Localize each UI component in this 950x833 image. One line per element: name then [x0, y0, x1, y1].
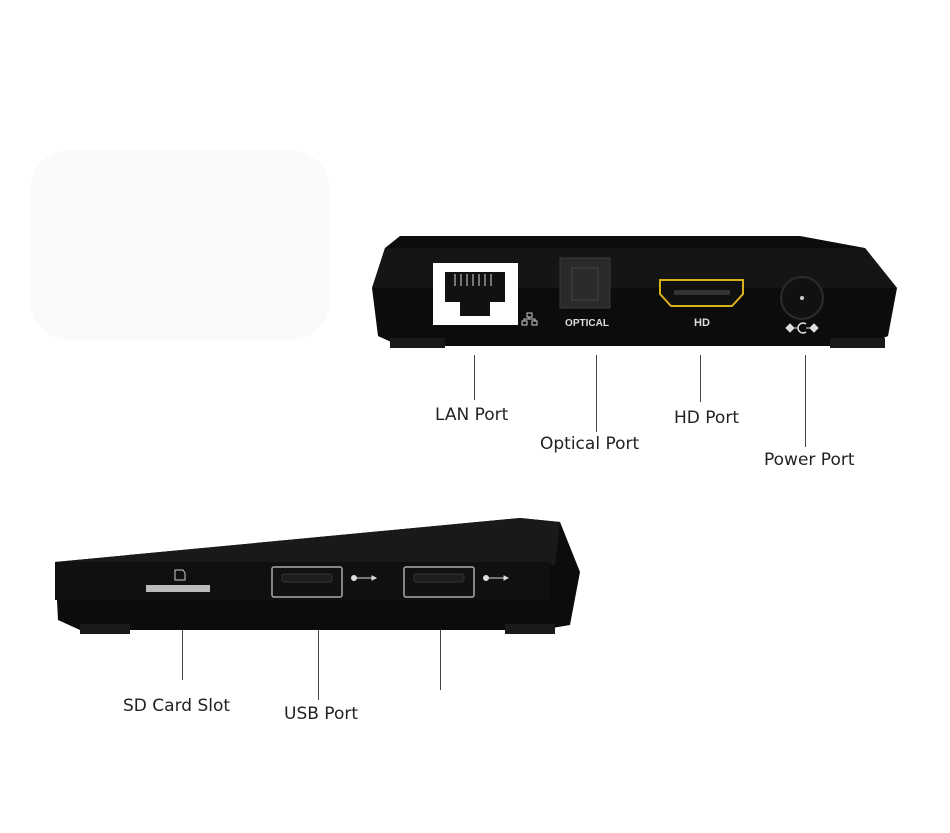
dc-polarity-icon [785, 322, 819, 334]
power-leader-line [805, 355, 806, 447]
hd-leader-line [700, 355, 701, 402]
optical-port-label: Optical Port [540, 434, 640, 454]
sd-card-slot-icon [146, 585, 210, 592]
optical-panel-label: OPTICAL [565, 318, 609, 329]
power-port-label: Power Port [764, 450, 855, 470]
hd-panel-label: HD [694, 317, 710, 329]
sd-card-icon [174, 569, 186, 581]
usb2-leader-line [440, 630, 441, 690]
network-icon [521, 312, 538, 326]
side-device-view [55, 518, 580, 634]
lan-leader-line [474, 355, 475, 400]
sd-leader-line [182, 630, 183, 680]
rear-device-view: OPTICAL HD [372, 236, 897, 348]
lan-port-label: LAN Port [435, 405, 509, 425]
usb-port-label: USB Port [284, 704, 359, 724]
background-smudge [30, 150, 330, 340]
usb1-leader-line [318, 630, 319, 700]
lan-port-icon [433, 263, 518, 325]
optical-leader-line [596, 355, 597, 432]
sd-card-slot-label: SD Card Slot [123, 696, 231, 716]
usb-icon [351, 575, 378, 581]
hd-port-label: HD Port [674, 408, 739, 428]
usb-icon [483, 575, 510, 581]
